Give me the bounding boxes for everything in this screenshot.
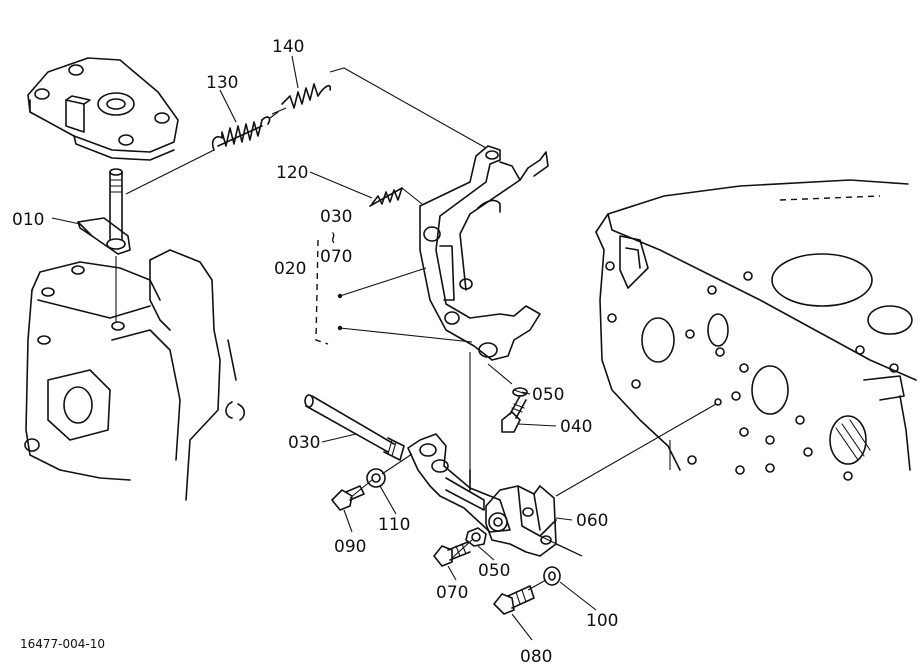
bolt-070 bbox=[433, 541, 471, 567]
spring-140 bbox=[269, 83, 332, 119]
nut-050-lower bbox=[465, 527, 487, 547]
assembly-lines bbox=[115, 67, 722, 591]
label-050-upper: 050 bbox=[532, 385, 564, 405]
label-100: 100 bbox=[586, 611, 618, 631]
cover-plate bbox=[27, 57, 179, 161]
label-060: 060 bbox=[576, 511, 608, 531]
label-070: 070 bbox=[436, 583, 468, 603]
label-010: 010 bbox=[12, 210, 44, 230]
shaft-010 bbox=[77, 168, 131, 255]
lower-lever bbox=[407, 433, 511, 533]
label-leaders bbox=[51, 55, 597, 641]
bracket-separator: ≀ bbox=[330, 228, 336, 248]
spring-130 bbox=[211, 116, 271, 151]
label-020: 020 bbox=[274, 259, 306, 279]
bolt-090 bbox=[331, 485, 365, 511]
part-labels: 010 130 140 120 030 ≀ 070 020 050 040 03… bbox=[12, 37, 618, 667]
nut-050-upper bbox=[512, 387, 528, 397]
label-120: 120 bbox=[276, 163, 308, 183]
pin-030 bbox=[304, 394, 405, 461]
label-040: 040 bbox=[560, 417, 592, 437]
washer-110 bbox=[366, 468, 386, 488]
label-070-bracket: 070 bbox=[320, 247, 352, 267]
spring-120 bbox=[369, 187, 403, 207]
label-050-lower: 050 bbox=[478, 561, 510, 581]
engine-block bbox=[595, 179, 917, 481]
label-110: 110 bbox=[378, 515, 410, 535]
label-030: 030 bbox=[288, 433, 320, 453]
label-030-bracket: 030 bbox=[320, 207, 352, 227]
block-060 bbox=[485, 485, 557, 557]
label-080: 080 bbox=[520, 647, 552, 667]
label-090: 090 bbox=[334, 537, 366, 557]
bolt-080 bbox=[493, 585, 535, 615]
washer-100 bbox=[543, 566, 561, 586]
reference-code: 16477-004-10 bbox=[20, 637, 105, 651]
left-housing bbox=[24, 249, 246, 501]
label-130: 130 bbox=[206, 73, 238, 93]
label-140: 140 bbox=[272, 37, 304, 57]
link-arm bbox=[419, 145, 549, 361]
bolt-040 bbox=[501, 395, 527, 433]
